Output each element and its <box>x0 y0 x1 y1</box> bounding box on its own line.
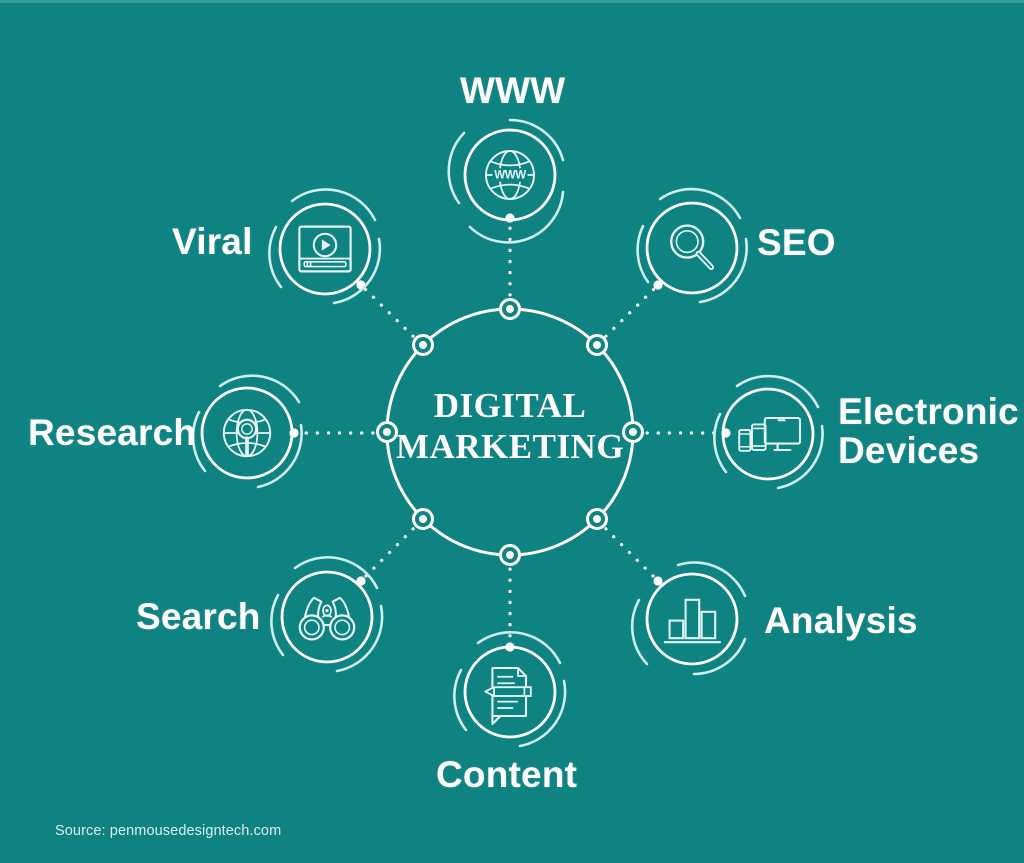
icon-badge-research[interactable] <box>191 374 303 489</box>
node-label-research[interactable]: Research <box>28 412 197 453</box>
node-marker-content <box>499 544 521 566</box>
node-marker-viral <box>412 334 434 356</box>
node-marker-analysis <box>586 508 608 530</box>
top-edge-divider <box>0 0 1024 3</box>
spoke-seo <box>596 286 657 346</box>
node-label-search[interactable]: Search <box>136 596 261 637</box>
icon-badge-seo[interactable] <box>636 187 748 304</box>
electronic-devices-icon <box>738 416 802 452</box>
globe-magnifier-icon <box>221 407 273 459</box>
icon-badge-analysis[interactable] <box>630 561 747 676</box>
source-credit: Source: penmousedesigntech.com <box>55 823 282 839</box>
node-marker-seo <box>586 334 608 356</box>
node-marker-research <box>376 421 398 443</box>
center-node-markers <box>376 298 644 566</box>
node-marker-www <box>499 298 521 320</box>
icon-badge-search[interactable] <box>270 555 384 673</box>
node-label-content[interactable]: Content <box>436 754 578 795</box>
spoke-analysis <box>596 519 657 580</box>
icon-badge-devices[interactable] <box>713 374 824 490</box>
globe-www-icon <box>485 150 535 200</box>
node-label-viral[interactable]: Viral <box>172 221 253 262</box>
spoke-search <box>362 519 423 580</box>
end-dot-analysis <box>653 576 663 586</box>
node-marker-search <box>412 508 434 530</box>
node-label-analysis[interactable]: Analysis <box>764 600 918 641</box>
binoculars-icon <box>298 596 356 641</box>
document-pencil-icon <box>484 666 532 726</box>
spoke-viral <box>362 286 423 346</box>
node-label-seo[interactable]: SEO <box>757 222 836 263</box>
icon-badge-content[interactable] <box>453 630 567 748</box>
node-label-electronic-devices[interactable]: Electronic Devices <box>838 391 1019 472</box>
connector-lines <box>296 220 724 645</box>
center-title: DIGITAL MARKETING <box>395 386 625 467</box>
icon-badge-www[interactable] <box>447 118 565 244</box>
node-label-www[interactable]: WWW <box>460 70 566 111</box>
video-player-icon <box>298 225 352 273</box>
end-dot-seo <box>653 280 663 290</box>
magnifier-icon <box>671 226 711 268</box>
bar-chart-icon <box>663 598 722 644</box>
node-marker-devices <box>622 421 644 443</box>
icon-badge-viral[interactable] <box>268 188 382 305</box>
